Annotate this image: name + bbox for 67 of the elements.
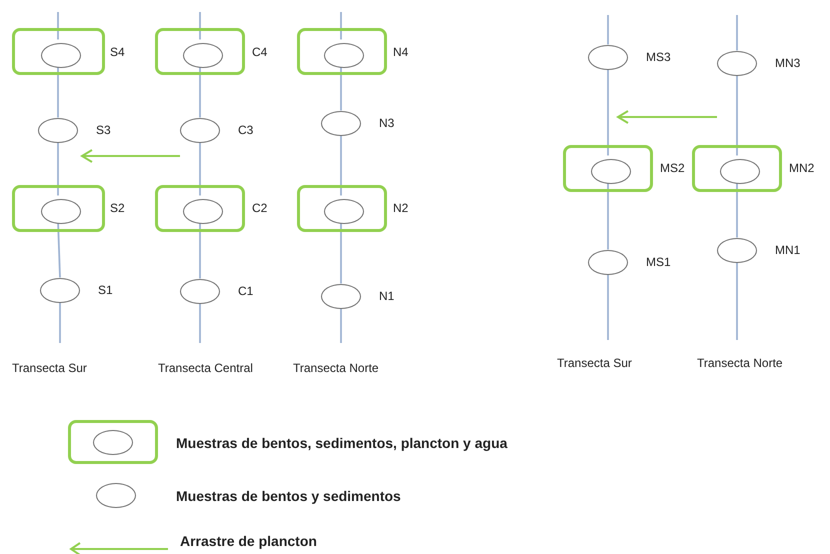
sample-frame — [692, 145, 782, 192]
transect-line — [59, 302, 61, 343]
sample-frame — [563, 145, 653, 192]
station-label: N2 — [393, 202, 408, 214]
transect-name: Transecta Norte — [697, 357, 783, 369]
station-label: MN2 — [789, 162, 814, 174]
sample-frame — [155, 28, 245, 75]
sample-frame — [12, 28, 105, 75]
sample-circle — [41, 198, 81, 224]
sample-circle — [180, 118, 220, 142]
transect-line — [57, 12, 59, 40]
sample-circle — [588, 44, 628, 70]
legend-text: Muestras de bentos y sedimentos — [176, 489, 401, 503]
transect-line — [736, 15, 738, 50]
transect-name: Transecta Sur — [12, 362, 87, 374]
sample-circle — [717, 238, 757, 262]
transect-line — [736, 76, 738, 156]
transect-line — [607, 274, 609, 340]
transect-line — [199, 304, 201, 343]
transect-line — [607, 15, 609, 44]
sample-circle — [321, 110, 361, 136]
sample-circle — [588, 250, 628, 274]
transect-line — [607, 70, 609, 156]
station-label: N4 — [393, 46, 408, 58]
station-label: MN1 — [775, 244, 800, 256]
legend-text: Arrastre de plancton — [180, 534, 317, 548]
station-label: MS3 — [646, 51, 671, 63]
sample-circle — [324, 198, 364, 224]
transect-line — [57, 142, 59, 196]
sample-circle — [40, 278, 80, 302]
sample-circle — [321, 284, 361, 308]
transect-line — [340, 136, 342, 196]
legend-text: Muestras de bentos, sedimentos, plancton y agua — [176, 436, 508, 450]
sample-frame — [297, 185, 387, 232]
station-label: S3 — [96, 124, 111, 136]
station-label: MN3 — [775, 57, 800, 69]
sample-circle — [180, 278, 220, 304]
sample-circle — [720, 158, 760, 184]
station-label: S1 — [98, 284, 113, 296]
station-label: S2 — [110, 202, 125, 214]
station-label: MS2 — [660, 162, 685, 174]
station-label: C1 — [238, 285, 254, 297]
transect-line — [199, 142, 201, 196]
sample-circle — [324, 42, 364, 68]
station-label: MS1 — [646, 256, 671, 268]
transect-name: Transecta Central — [158, 362, 253, 374]
sample-frame — [12, 185, 105, 232]
transect-line — [199, 12, 201, 40]
sample-circle — [41, 42, 81, 68]
sample-frame — [297, 28, 387, 75]
station-label: C2 — [252, 202, 268, 214]
sample-circle — [183, 198, 223, 224]
station-label: C4 — [252, 46, 268, 58]
sample-frame — [155, 185, 245, 232]
transect-line — [340, 308, 342, 343]
station-label: N3 — [379, 117, 394, 129]
sample-circle — [183, 42, 223, 68]
sample-circle — [717, 50, 757, 76]
sample-circle — [38, 118, 78, 142]
station-label: C3 — [238, 124, 254, 136]
sample-circle — [591, 158, 631, 184]
transect-line — [736, 262, 738, 340]
station-label: S4 — [110, 46, 125, 58]
transect-line — [340, 12, 342, 40]
station-label: N1 — [379, 290, 394, 302]
transect-name: Transecta Sur — [557, 357, 632, 369]
transect-name: Transecta Norte — [293, 362, 379, 374]
